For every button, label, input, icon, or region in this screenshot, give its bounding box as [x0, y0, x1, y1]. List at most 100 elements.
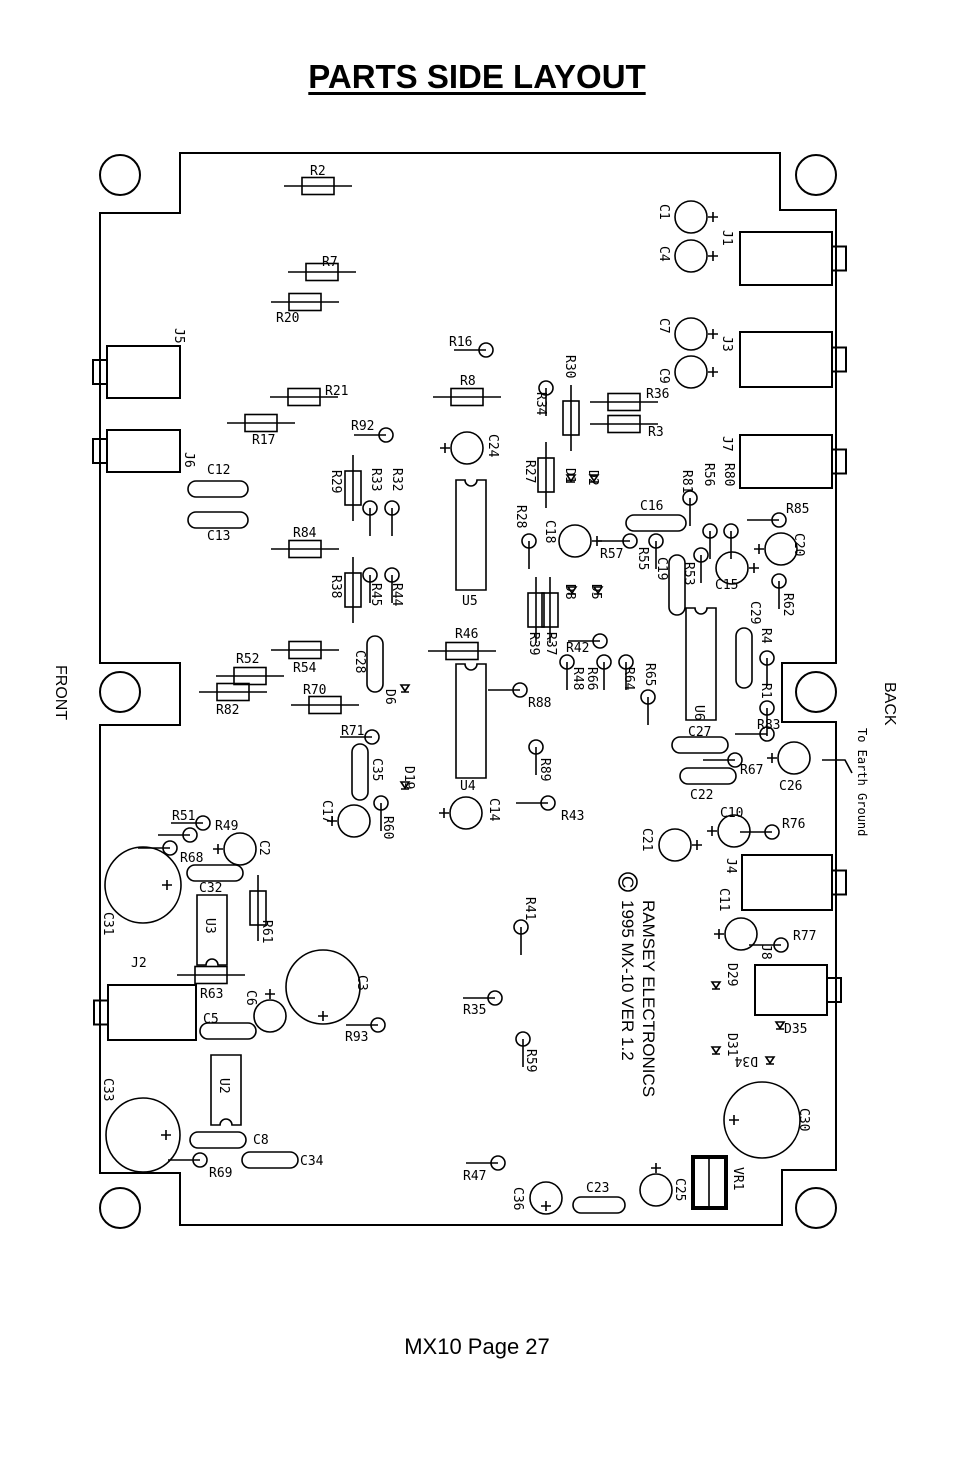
- resistor-body: [194, 965, 228, 985]
- electrolytic-capacitor: [529, 1181, 563, 1215]
- resistor-label: R69: [209, 1166, 232, 1181]
- diode-symbol-icon: [588, 474, 600, 483]
- capacitor-label: C20: [791, 533, 806, 556]
- diode-symbol-icon: [566, 586, 578, 595]
- resistor-label: R36: [646, 387, 669, 402]
- resistor-label: R33: [368, 468, 383, 491]
- capacitor-label: C9: [656, 368, 671, 384]
- resistor-body: [344, 572, 362, 608]
- resistor-label: R48: [570, 667, 585, 690]
- resistor-label: R61: [259, 920, 274, 943]
- resistor-label: R49: [215, 819, 238, 834]
- capacitor-label: C21: [639, 828, 654, 851]
- plus-polarity-icon: [265, 989, 275, 999]
- audio-jack: [754, 964, 828, 1016]
- diode-label: D5: [588, 584, 603, 600]
- capacitor-label: C31: [100, 912, 115, 935]
- mounting-hole: [795, 671, 837, 713]
- resistor-label: R80: [721, 463, 736, 486]
- resistor-label: R55: [635, 547, 650, 570]
- diode-symbol-icon: [710, 981, 722, 990]
- plus-polarity-icon: [440, 443, 450, 453]
- copyright-line2: 1995 MX-10 VER 1.2: [618, 900, 637, 1061]
- resistor-label: R92: [351, 419, 374, 434]
- resistor-label: R45: [368, 583, 383, 606]
- resistor-body: [537, 457, 555, 493]
- resistor-label: R67: [740, 763, 763, 778]
- capacitor-label: C1: [656, 204, 671, 220]
- diode-label: D31: [724, 1033, 739, 1056]
- diode-symbol-icon: [565, 474, 577, 483]
- jack-label: J5: [171, 328, 186, 344]
- capacitor-label: C32: [199, 881, 222, 896]
- resistor-label: R60: [380, 816, 395, 839]
- capacitor-label: C11: [716, 888, 731, 911]
- resistor-label: R71: [341, 724, 364, 739]
- electrolytic-capacitor: [105, 1097, 181, 1173]
- mounting-hole: [99, 671, 141, 713]
- capacitor-label: C10: [720, 806, 743, 821]
- capacitor-label: C7: [656, 318, 671, 334]
- plus-polarity-icon: [541, 1201, 551, 1211]
- diode-symbol-icon: [764, 1056, 776, 1065]
- plus-polarity-icon: [327, 816, 337, 826]
- capacitor-label: C19: [654, 557, 669, 580]
- capacitor-label: C18: [542, 520, 557, 543]
- ic-package: [196, 894, 228, 966]
- resistor-label: R39: [526, 632, 541, 655]
- film-capacitor: [189, 1131, 247, 1149]
- ic-package: [455, 663, 487, 779]
- resistor-body: [344, 470, 362, 506]
- diode-symbol-icon: [399, 684, 411, 693]
- mounting-hole: [99, 1187, 141, 1229]
- resistor-body: [288, 640, 322, 660]
- mounting-hole: [795, 1187, 837, 1229]
- diode-label: D34: [734, 1053, 758, 1068]
- resistor-label: R37: [543, 632, 558, 655]
- resistor-label: R70: [303, 683, 326, 698]
- resistor-body: [216, 682, 250, 702]
- resistor-label: R54: [293, 661, 317, 676]
- plus-polarity-icon: [749, 563, 759, 573]
- capacitor-label: C30: [796, 1108, 811, 1131]
- electrolytic-capacitor: [724, 917, 758, 951]
- resistor-label: R42: [566, 641, 589, 656]
- electrolytic-capacitor: [674, 317, 708, 351]
- plus-polarity-icon: [213, 844, 223, 854]
- capacitor-label: C24: [485, 434, 500, 458]
- resistor-body: [445, 641, 479, 661]
- resistor-body: [301, 176, 335, 196]
- resistor-label: R68: [180, 851, 203, 866]
- electrolytic-capacitor: [639, 1173, 673, 1207]
- plus-polarity-icon: [162, 880, 172, 890]
- capacitor-label: C26: [779, 779, 802, 794]
- electrolytic-capacitor: [285, 949, 361, 1025]
- electrolytic-capacitor: [777, 741, 811, 775]
- resistor-label: R57: [600, 547, 623, 562]
- resistor-label: R89: [537, 758, 552, 781]
- diode-label: D8: [562, 584, 577, 600]
- resistor-label: R3: [648, 425, 664, 440]
- mounting-hole: [99, 154, 141, 196]
- mounting-hole: [795, 154, 837, 196]
- electrolytic-capacitor: [674, 200, 708, 234]
- resistor-body: [288, 292, 322, 312]
- audio-jack: [107, 984, 197, 1041]
- jack-label: J6: [181, 452, 196, 468]
- film-capacitor: [351, 743, 369, 801]
- capacitor-label: C14: [486, 798, 501, 822]
- ic-label: U3: [202, 918, 217, 934]
- plus-polarity-icon: [692, 840, 702, 850]
- jack-barrel: [93, 999, 109, 1026]
- film-capacitor: [735, 627, 753, 689]
- resistor-label: R4: [758, 628, 773, 644]
- resistor-label: R76: [782, 817, 805, 832]
- audio-jack: [739, 331, 833, 388]
- capacitor-label: C15: [715, 578, 738, 593]
- jack-label: J2: [131, 956, 147, 971]
- resistor-body: [541, 592, 559, 628]
- resistor-body: [244, 413, 278, 433]
- electrolytic-capacitor: [674, 239, 708, 273]
- jack-label: J7: [719, 436, 734, 452]
